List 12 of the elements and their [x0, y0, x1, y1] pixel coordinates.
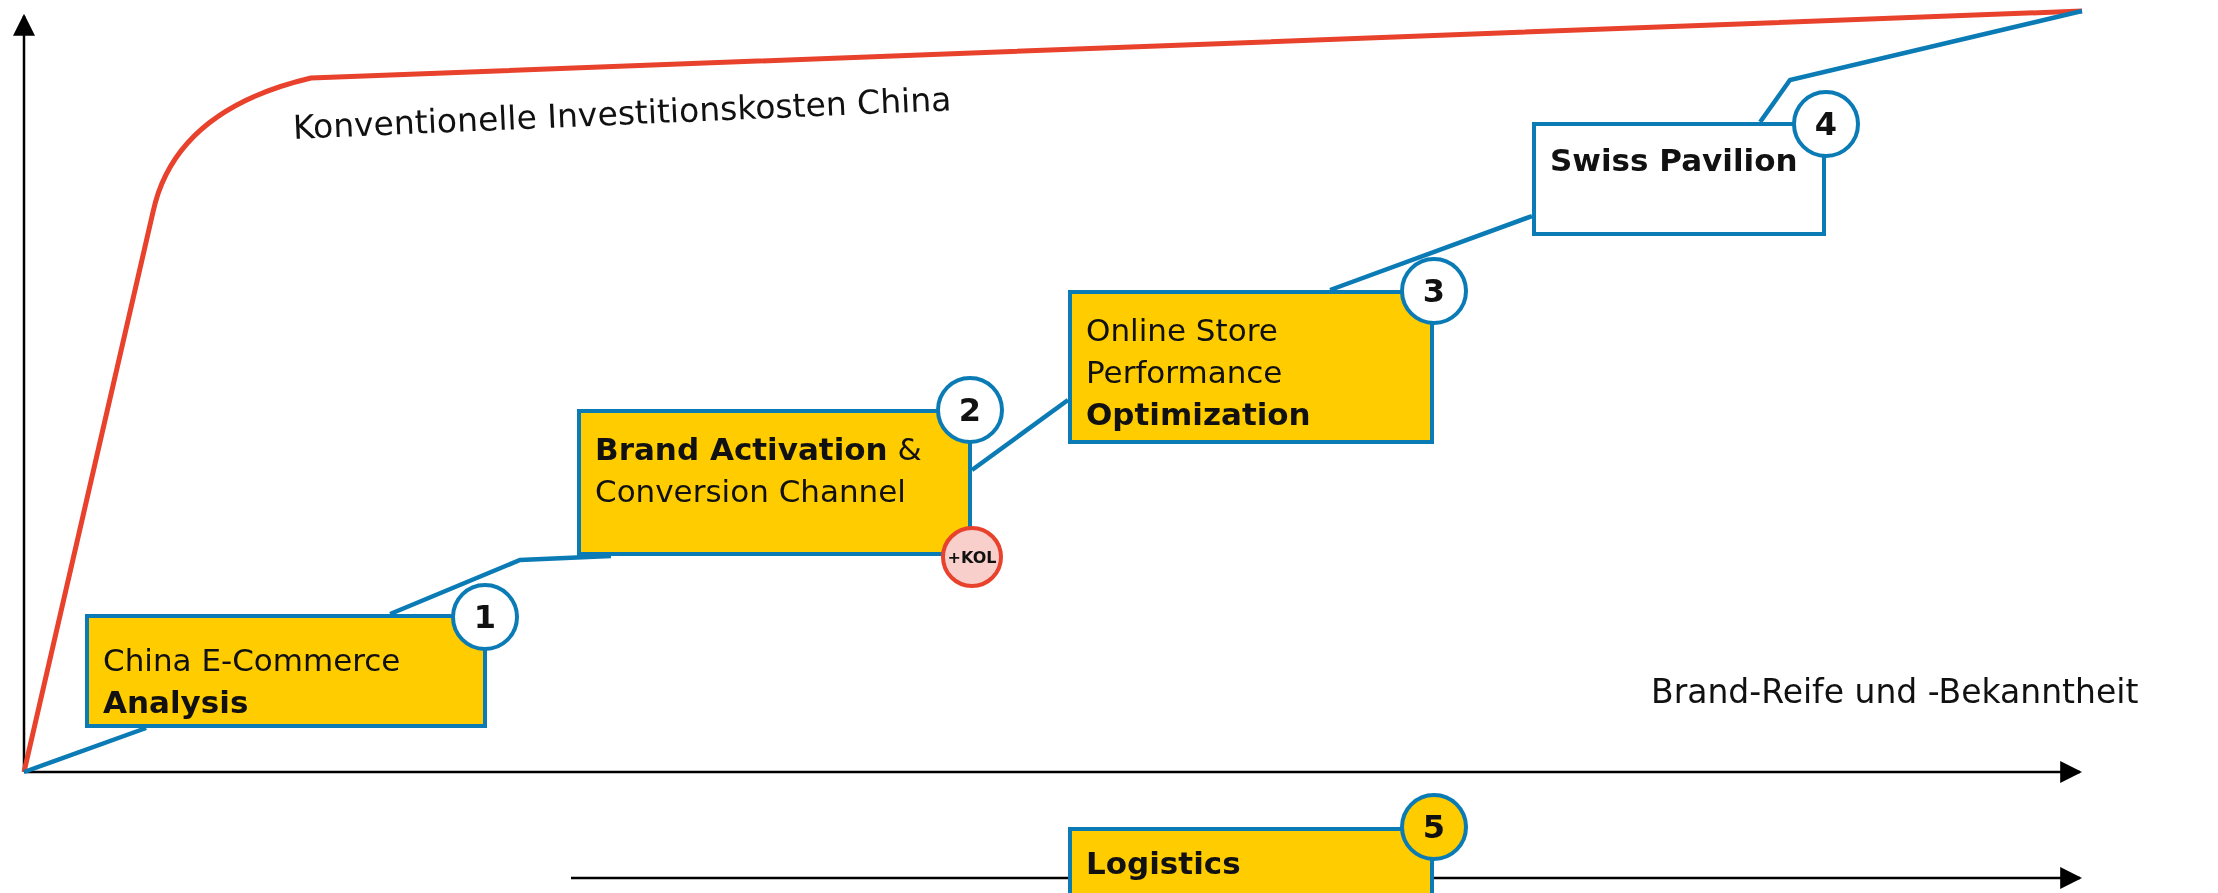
connector-line — [1329, 213, 1533, 293]
step-number-circle: 2 — [936, 376, 1004, 444]
step-number-circle: 1 — [451, 583, 519, 651]
connector-line — [571, 876, 1068, 880]
step-number-circle: 3 — [1400, 257, 1468, 325]
curve-label: Konventionelle Investitionskosten China — [292, 79, 953, 147]
connector-line — [1758, 8, 2083, 124]
step-number-circle: 5 — [1400, 793, 1468, 861]
arrow — [1434, 867, 2083, 889]
axis-label: Brand-Reife und -Bekanntheit — [1651, 672, 2139, 711]
kol-badge: +KOL — [941, 526, 1003, 588]
connector-line — [389, 553, 612, 617]
